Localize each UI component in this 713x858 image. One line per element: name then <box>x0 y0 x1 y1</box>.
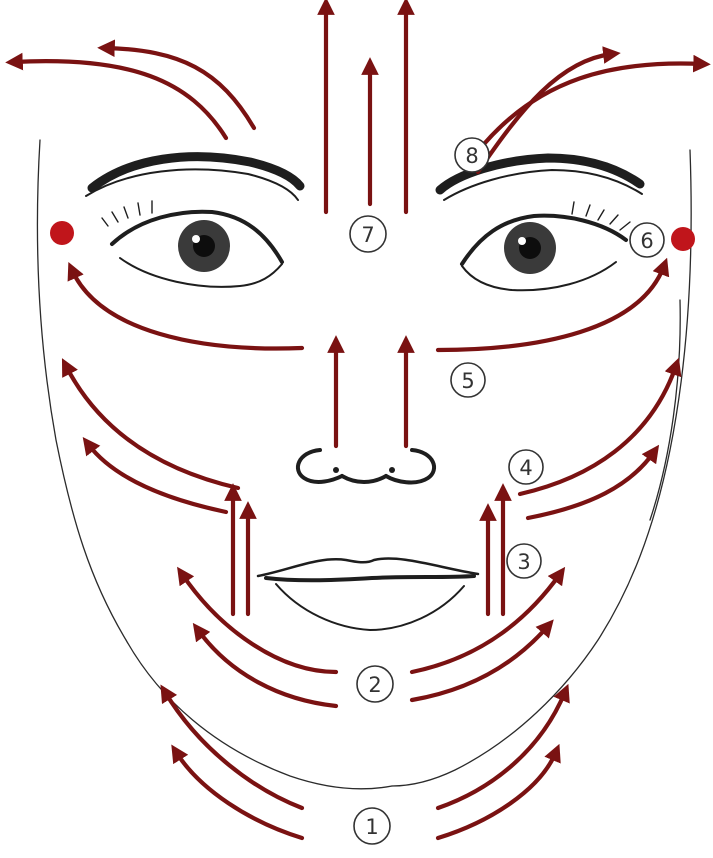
right-temple-point <box>671 227 695 251</box>
step-label-3: 3 <box>517 550 530 574</box>
arrow-1-left-lower <box>176 752 302 838</box>
step-marker-3: 3 <box>507 544 541 578</box>
arrow-2-left-lower <box>198 630 336 706</box>
arrow-5-under-eye-right <box>438 266 664 350</box>
step-marker-2: 2 <box>357 666 393 702</box>
step-marker-7: 7 <box>350 216 386 252</box>
step-marker-5: 5 <box>451 363 485 397</box>
step-label-6: 6 <box>640 229 653 253</box>
step-label-5: 5 <box>461 369 474 393</box>
arrow-8-right-outer <box>484 64 702 144</box>
step-label-7: 7 <box>361 223 374 247</box>
arrow-2-right-lower <box>412 626 548 700</box>
massage-arrows <box>14 6 702 838</box>
arrow-8-left-outer <box>14 61 226 138</box>
nose <box>298 450 434 482</box>
arrow-4-right-1 <box>520 366 676 494</box>
left-eye <box>102 201 282 287</box>
left-eyebrow <box>92 157 300 188</box>
arrow-4-left-1 <box>66 366 238 488</box>
arrow-1-right-lower <box>438 752 556 838</box>
step-label-4: 4 <box>519 456 532 480</box>
step-marker-6: 6 <box>630 223 664 257</box>
arrow-5-under-eye-left <box>72 270 302 348</box>
step-label-1: 1 <box>365 815 378 839</box>
step-marker-4: 4 <box>509 450 543 484</box>
mouth <box>258 559 478 630</box>
arrow-1-right-upper <box>438 692 565 808</box>
arrow-2-left-upper <box>182 574 336 672</box>
step-label-2: 2 <box>368 673 381 697</box>
right-eye <box>462 202 630 290</box>
left-temple-point <box>50 221 74 245</box>
step-label-8: 8 <box>465 144 478 168</box>
step-marker-1: 1 <box>354 808 390 844</box>
eyebrows <box>86 157 642 200</box>
arrow-1-left-upper <box>165 692 302 808</box>
step-marker-8: 8 <box>455 138 489 172</box>
arrow-8-left-inner <box>106 48 254 128</box>
